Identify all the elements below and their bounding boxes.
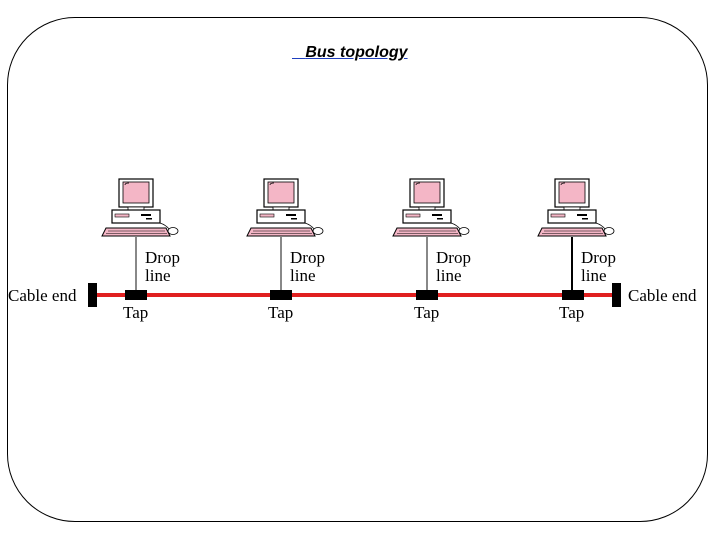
station-3: Drop line Tap (392, 178, 471, 322)
drop-line-label-bottom: line (290, 266, 316, 285)
station-1: Drop line Tap (101, 178, 180, 322)
computer-icon (537, 178, 615, 237)
computer-icon (101, 178, 179, 237)
station-4: Drop line Tap (537, 178, 616, 322)
page-title: Bus topology (292, 44, 408, 62)
cable-end-right-label: Cable end (628, 286, 697, 305)
computer-icon (246, 178, 324, 237)
cable-end-right-terminator (612, 283, 621, 307)
tap-label: Tap (268, 303, 293, 322)
drop-line-label-top: Drop (145, 248, 180, 267)
cable-end-left-label: Cable end (8, 286, 77, 305)
station-2: Drop line Tap (246, 178, 325, 322)
slide-frame (7, 17, 708, 522)
drop-line-label-top: Drop (290, 248, 325, 267)
drop-line-label-bottom: line (145, 266, 171, 285)
drop-line-label-bottom: line (581, 266, 607, 285)
cable-end-left-terminator (88, 283, 97, 307)
drop-line-label-top: Drop (436, 248, 471, 267)
tap-connector (562, 290, 584, 300)
tap-label: Tap (559, 303, 584, 322)
tap-connector (270, 290, 292, 300)
drop-line-label-bottom: line (436, 266, 462, 285)
tap-connector (416, 290, 438, 300)
tap-label: Tap (123, 303, 148, 322)
drop-line-label-top: Drop (581, 248, 616, 267)
tap-label: Tap (414, 303, 439, 322)
tap-connector (125, 290, 147, 300)
computer-icon (392, 178, 470, 237)
title-text: Bus topology (305, 44, 408, 61)
